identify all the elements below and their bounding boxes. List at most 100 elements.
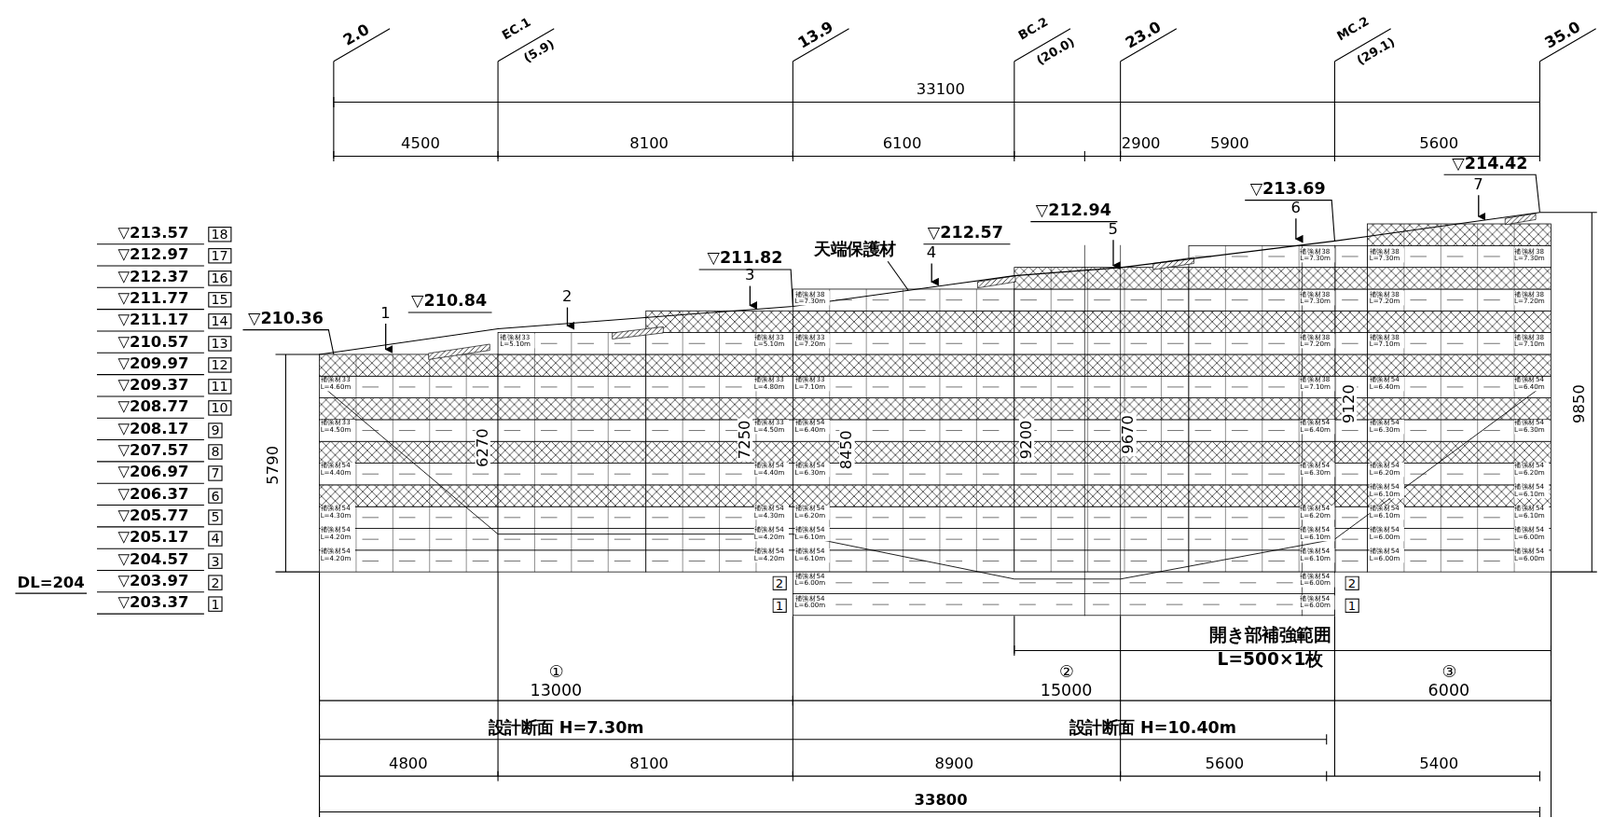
reinforcement-strip: [799, 429, 1011, 431]
reinforcement-strip: [504, 429, 643, 431]
panel-row: [497, 463, 647, 485]
elevation-label: ▽204.57: [117, 551, 189, 567]
callout-number: 4: [926, 245, 937, 261]
panel-joint: [607, 332, 609, 573]
dimension: 4500: [400, 136, 441, 152]
reinforcement-label: 補強材54 L=6.10m: [795, 526, 830, 541]
dimension: 15000: [1040, 681, 1093, 699]
panel-row: [1366, 484, 1551, 507]
elevation-label: ▽214.42: [1451, 154, 1528, 172]
reinforcement-label: 補強材38 L=7.30m: [1299, 290, 1335, 305]
reinforcement-label: 補強材38 L=7.20m: [1514, 290, 1549, 305]
reinforcement-label: 補強材54 L=6.10m: [1299, 548, 1335, 563]
reinforcement-label: 補強材54 L=6.00m: [795, 572, 830, 587]
reinforcement-label: 補強材33 L=7.10m: [795, 376, 830, 391]
reinforcement-label: 補強材54 L=6.40m: [1299, 419, 1335, 434]
panel-row: [1188, 289, 1368, 311]
panel-row: [497, 398, 647, 420]
elevation-label: ▽211.77: [117, 290, 189, 306]
elevation-label: ▽203.37: [117, 594, 189, 610]
elevation-label: ▽203.97: [117, 573, 189, 589]
layer-number: 16: [207, 270, 232, 286]
layer-number: 2: [1344, 576, 1359, 591]
panel-row: [1188, 463, 1368, 485]
level-underline: [96, 504, 205, 506]
panel-row: [497, 441, 647, 463]
layer-number: 1: [772, 598, 787, 613]
panel-row: [1188, 506, 1368, 528]
panel-row: [1188, 310, 1368, 332]
panel-joint: [392, 354, 394, 572]
panel-joint: [976, 289, 978, 572]
panel-joint: [1050, 267, 1052, 572]
reinforcement-label: 補強材38 L=7.30m: [795, 290, 830, 305]
dimension: 9120: [1341, 381, 1357, 425]
reinforcement-label: 補強材54 L=6.10m: [1369, 505, 1405, 520]
leader-lines: [14, 174, 1540, 594]
dimension: 9850: [1572, 384, 1587, 424]
panel-row: [792, 593, 1335, 615]
level-underline: [96, 548, 205, 550]
layer-number: 12: [207, 357, 232, 373]
panel-row: [792, 354, 1014, 376]
elevation-label: ▽210.36: [248, 310, 324, 328]
callout-number: 7: [1473, 176, 1483, 192]
panel-row: [497, 506, 647, 528]
panel-row: [1366, 354, 1551, 376]
datum-label: DL=204: [17, 574, 85, 590]
dimension: ①: [549, 663, 565, 681]
panel-row: [319, 375, 499, 398]
reinforcement-strip: [799, 516, 1011, 518]
panel-joint: [866, 289, 868, 572]
reinforcement-strip: [504, 386, 643, 387]
panel-row: [497, 419, 647, 442]
reinforcement-strip: [799, 604, 1331, 606]
callout-number: 5: [1108, 221, 1118, 237]
reinforcement-label: 補強材38 L=7.10m: [1299, 376, 1335, 391]
elevation-label: ▽208.17: [117, 421, 189, 437]
panel-row: [497, 375, 647, 398]
layer-number: 13: [207, 335, 232, 351]
level-underline: [96, 330, 205, 332]
reinforcement-label: 補強材54 L=4.30m: [754, 505, 789, 520]
panel-joint: [902, 289, 904, 572]
reinforcement-strip: [799, 473, 1011, 475]
panel-row: [1014, 463, 1189, 485]
panel-row: [1014, 419, 1189, 442]
level-underline: [96, 287, 205, 289]
panel-row: [1366, 267, 1551, 290]
panel-row: [497, 528, 647, 551]
reinforcement-label: 補強材54 L=6.30m: [1514, 419, 1549, 434]
panel-row: [1014, 332, 1189, 355]
reinforcement-strip: [799, 581, 1331, 583]
panel-row: [319, 419, 499, 442]
section-line: [1084, 245, 1086, 616]
reinforcement-label: 補強材54 L=4.20m: [754, 548, 789, 563]
panel-joint: [1160, 267, 1162, 572]
dimension: 33800: [914, 792, 968, 808]
reinforcement-label: 補強材54 L=6.20m: [1514, 462, 1549, 477]
elevation-label: ▽208.77: [117, 400, 189, 415]
panel-row: [792, 332, 1014, 355]
panel-row: [1188, 528, 1368, 551]
panel-joint: [1514, 223, 1516, 572]
callout-arrows: [386, 194, 1479, 349]
reinforcement-label: 補強材33 L=5.10m: [754, 333, 789, 348]
station-label: (20.0): [1034, 35, 1076, 68]
station-label: 23.0: [1122, 18, 1163, 51]
layer-number: 4: [207, 531, 223, 547]
panel-row: [1366, 289, 1551, 311]
panel-joint: [938, 289, 940, 572]
section-label: 設計断面 H=7.30m: [488, 719, 645, 737]
dimension: 8100: [629, 136, 669, 152]
panel-row: [1188, 267, 1368, 290]
elevation-label: ▽213.57: [117, 225, 189, 241]
section-label: 設計断面 H=10.40m: [1069, 719, 1237, 737]
reinforcement-strip: [1020, 473, 1185, 475]
panel-row: [497, 550, 647, 572]
panel-row: [1366, 463, 1551, 485]
level-underline: [96, 525, 205, 527]
panel-row: [1014, 354, 1189, 376]
